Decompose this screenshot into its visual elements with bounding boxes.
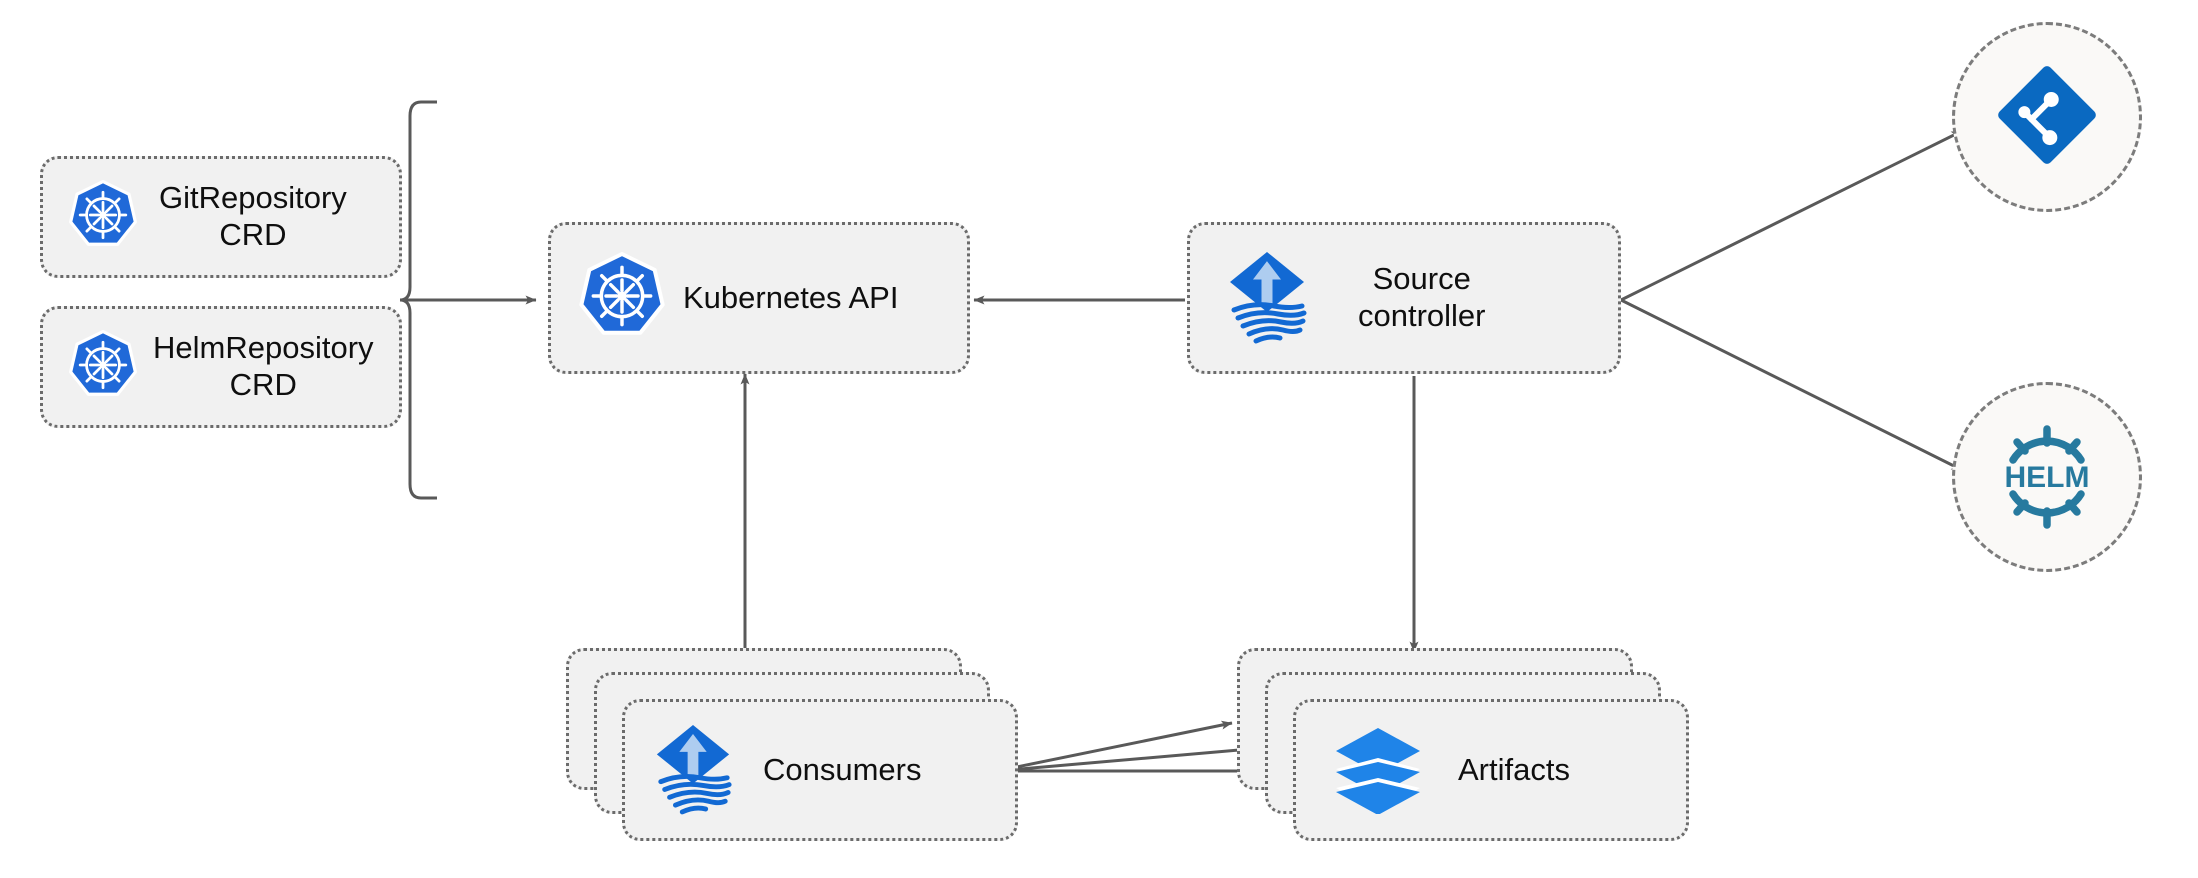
source-controller-to-helm-arrow xyxy=(1620,298,1963,472)
node-consumers-label: Consumers xyxy=(763,751,922,787)
kubernetes-icon xyxy=(69,179,137,255)
node-consumers[interactable]: Consumers xyxy=(622,699,1018,841)
node-artifacts[interactable]: Artifacts xyxy=(1293,699,1689,841)
node-git-repository-crd-label: GitRepository CRD xyxy=(159,180,347,252)
node-helm-repository-crd-label: HelmRepository CRD xyxy=(153,330,374,402)
kubernetes-icon xyxy=(579,251,665,345)
node-artifacts-label: Artifacts xyxy=(1458,751,1570,787)
flux-icon xyxy=(1224,248,1310,349)
node-kubernetes-api[interactable]: Kubernetes API xyxy=(548,222,970,374)
consumers-to-artifacts-arrow-1 xyxy=(996,720,1233,773)
git-icon xyxy=(1995,63,2099,172)
node-source-controller-label: Source controller xyxy=(1358,261,1486,333)
helm-wordmark: HELM xyxy=(2005,461,2090,494)
helm-icon: HELM xyxy=(1987,417,2107,537)
flux-icon xyxy=(651,720,735,821)
consumers-to-artifacts-arrow-2 xyxy=(996,744,1263,773)
node-helm-repository-crd[interactable]: HelmRepository CRD xyxy=(40,306,402,428)
layers-icon xyxy=(1332,722,1424,819)
source-controller-to-git-arrow xyxy=(1620,129,1963,302)
node-git-source[interactable] xyxy=(1952,22,2142,212)
node-helm-source[interactable]: HELM xyxy=(1952,382,2142,572)
node-kubernetes-api-label: Kubernetes API xyxy=(683,279,899,315)
crd-bracket xyxy=(399,100,537,500)
node-git-repository-crd[interactable]: GitRepository CRD xyxy=(40,156,402,278)
node-source-controller[interactable]: Source controller xyxy=(1187,222,1621,374)
kubernetes-icon xyxy=(69,329,137,405)
